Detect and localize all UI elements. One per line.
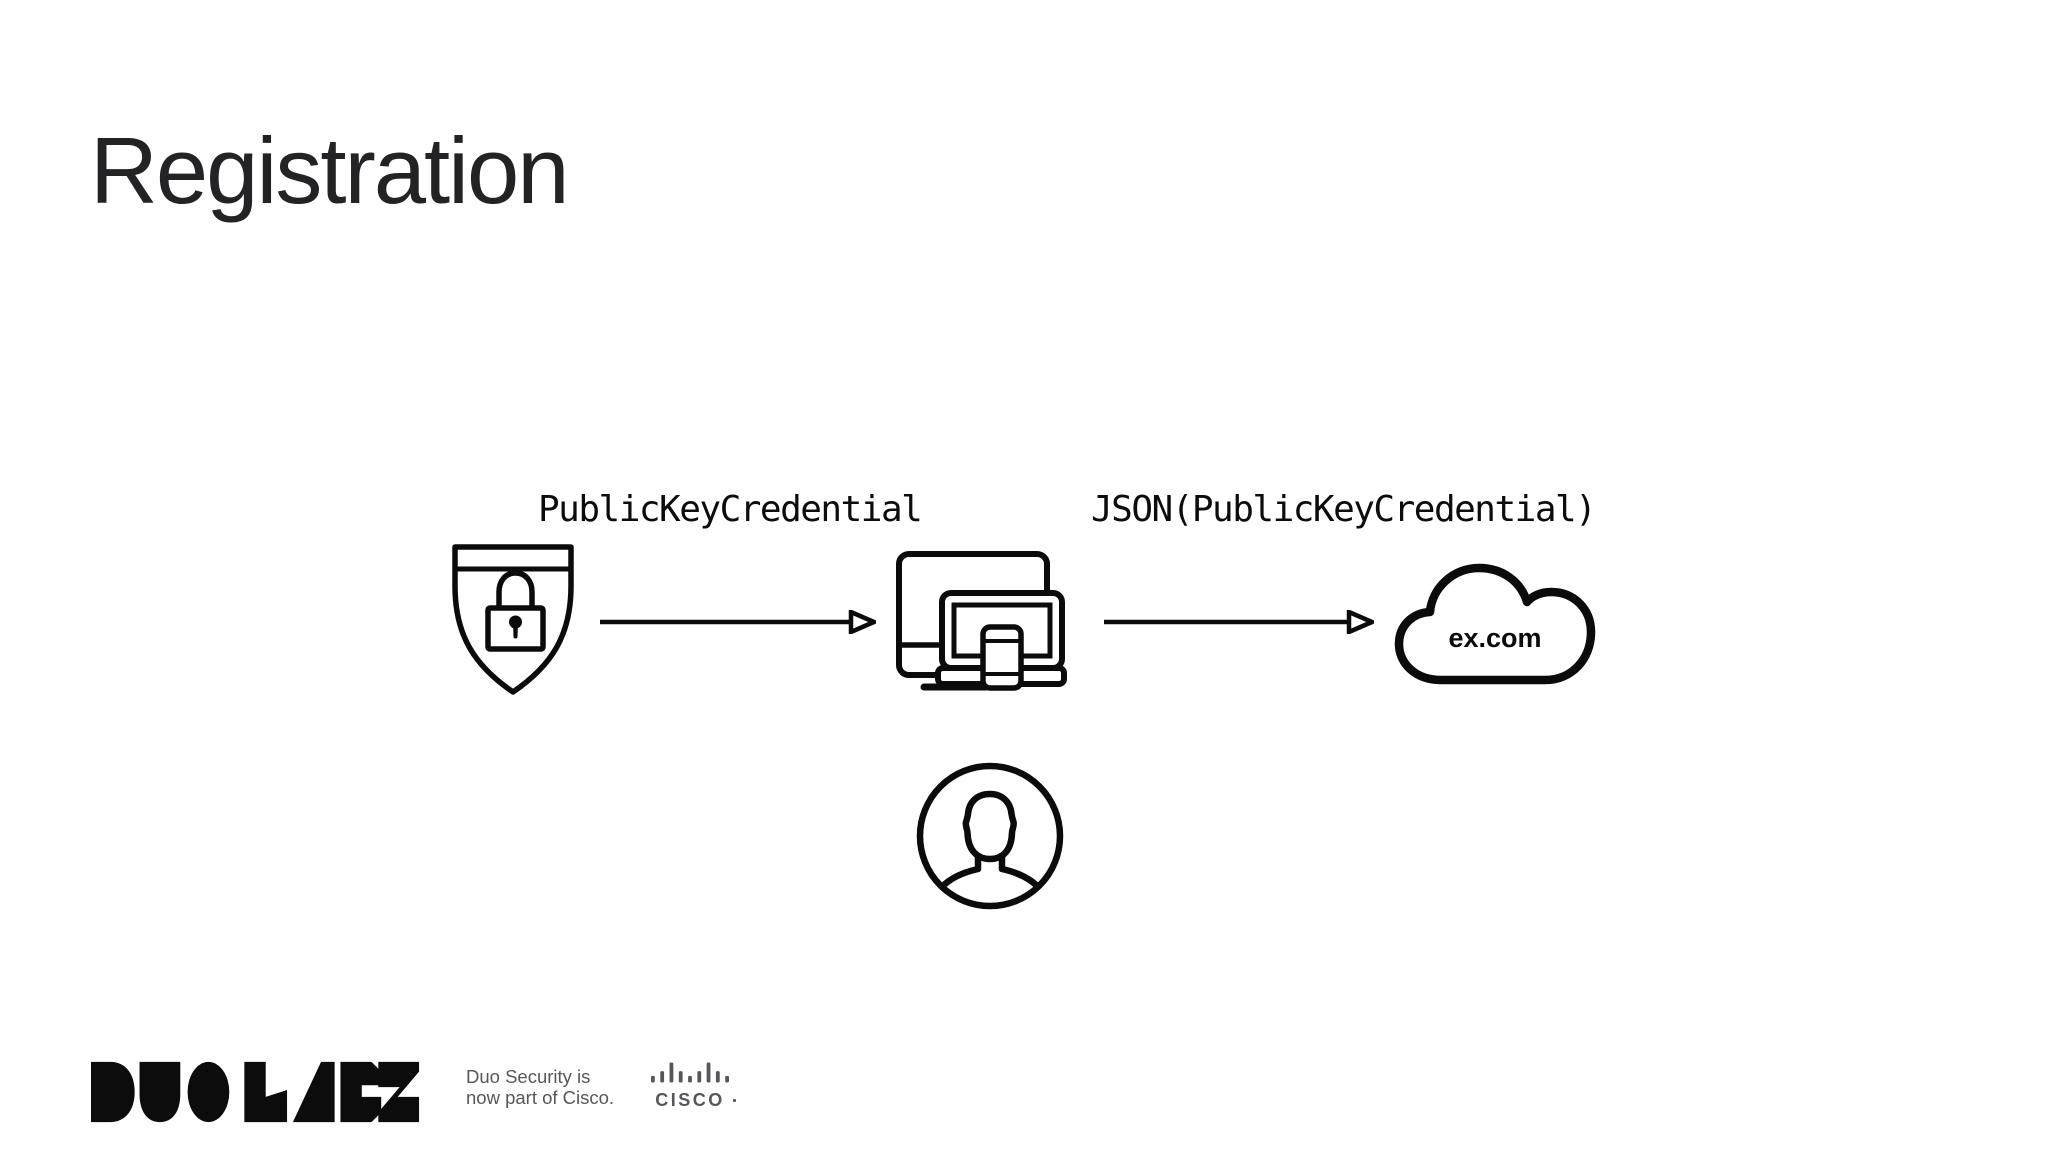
flow-label-json-publickeycredential: JSON(PublicKeyCredential) — [1091, 489, 1597, 530]
arrow-authenticator-to-client — [600, 610, 876, 634]
shield-lock-icon — [452, 544, 574, 695]
devices-icon — [896, 551, 1067, 691]
cisco-attribution: Duo Security is now part of Cisco. — [466, 1066, 614, 1108]
person-icon — [916, 762, 1064, 910]
attribution-line-1: Duo Security is — [466, 1066, 591, 1087]
cloud-domain-label: ex.com — [1448, 623, 1541, 653]
cisco-wordmark: CISCO — [655, 1090, 725, 1110]
duo-labs-logo — [91, 1061, 420, 1123]
cisco-logo: CISCO — [648, 1062, 732, 1109]
duo-labs-wordmark: DUO LABS — [0, 0, 1, 1]
page-title: Registration — [90, 118, 570, 223]
cisco-trademark-dot — [733, 1099, 736, 1102]
flow-label-publickeycredential: PublicKeyCredential — [538, 489, 923, 530]
attribution-line-2: now part of Cisco. — [466, 1087, 615, 1108]
arrow-client-to-relying-party — [1104, 610, 1374, 634]
cisco-bridge-icon — [651, 1062, 729, 1083]
cloud-icon: ex.com — [1394, 563, 1596, 685]
